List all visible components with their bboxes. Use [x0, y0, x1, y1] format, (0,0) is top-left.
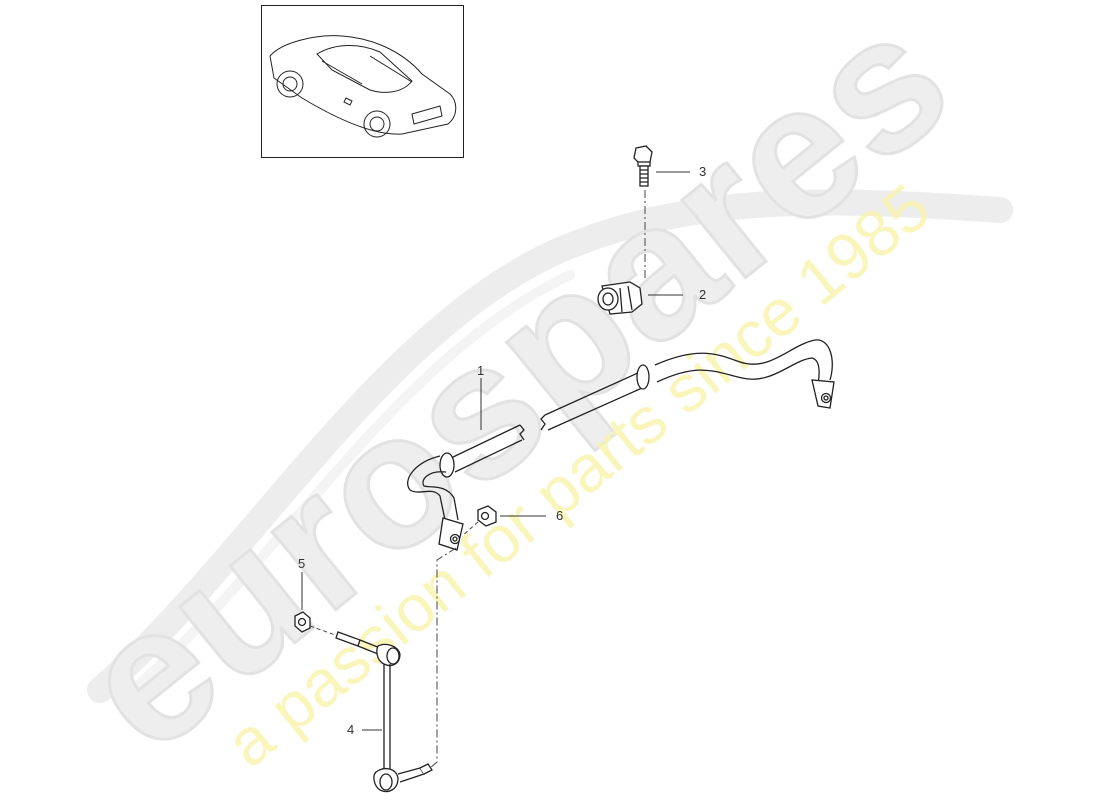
coupling-rod[interactable] — [335, 631, 433, 793]
stabilizer-bar[interactable] — [407, 339, 835, 551]
callout-1[interactable]: 1 — [477, 363, 485, 378]
leader-lines — [301, 171, 690, 731]
callout-6[interactable]: 6 — [556, 508, 564, 523]
hex-nut-5[interactable] — [294, 611, 311, 633]
vehicle-thumbnail — [261, 5, 464, 158]
callout-2[interactable]: 2 — [699, 287, 707, 302]
callout-3[interactable]: 3 — [699, 164, 707, 179]
callout-5[interactable]: 5 — [298, 556, 306, 571]
flange-bolt[interactable] — [633, 145, 653, 187]
callout-4[interactable]: 4 — [347, 722, 355, 737]
car-overview-icon — [269, 35, 457, 138]
hex-nut-6[interactable] — [477, 505, 497, 527]
rubber-bushing[interactable] — [597, 281, 643, 315]
